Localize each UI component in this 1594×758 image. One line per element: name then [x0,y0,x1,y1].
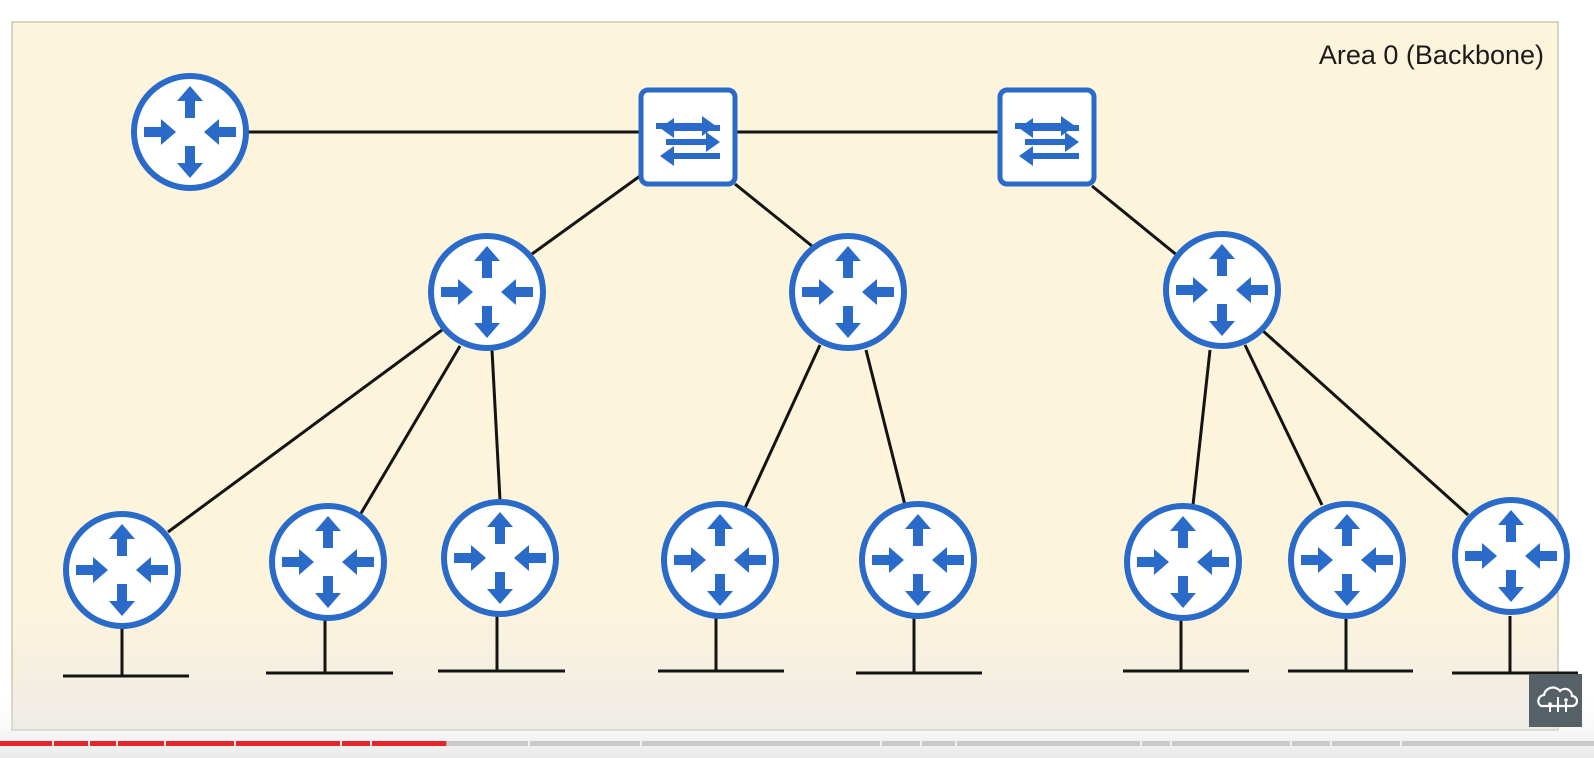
chapter-gap [116,741,118,746]
router-icon [444,502,556,614]
chapter-gap [1170,741,1172,746]
link-dist-3-to-leaf-8 [1260,328,1470,517]
router-icon [792,236,904,348]
chapter-gap [88,741,90,746]
link-dist-1-to-leaf-3 [490,349,502,501]
router-icon [1166,234,1278,346]
progress-played [0,741,447,746]
chapter-gap [528,741,530,746]
link-switch-a-to-dist-2 [734,182,813,248]
chapter-gap [1290,741,1292,746]
area-panel [11,21,1559,731]
video-progress-bar[interactable] [0,741,1594,746]
chapter-gap [640,741,642,746]
link-dist-1-to-leaf-2 [358,345,462,516]
router-icon [272,506,384,618]
link-dist-3-to-leaf-7 [1243,344,1324,506]
chapter-gap [370,741,372,746]
link-switch-a-to-dist-1 [531,174,641,256]
chapter-gap [1140,741,1142,746]
chapter-gap [880,741,882,746]
link-dist-2-to-leaf-4 [743,344,822,509]
chapter-gap [234,741,236,746]
area-label: Area 0 (Backbone) [1319,40,1544,70]
router-icon [1291,504,1403,616]
chapter-gap [164,741,166,746]
links [167,130,1470,534]
cloud-network-logo-icon[interactable] [1529,674,1582,727]
link-switch-b-to-dist-3 [1091,184,1179,258]
router-icon [431,236,543,348]
player-shade [0,690,1594,758]
router-icon [66,514,178,626]
link-dist-1-to-leaf-1 [167,328,443,534]
progress-track[interactable] [0,741,1594,746]
switch-icon [1000,90,1094,184]
chapter-gap [52,741,54,746]
chapter-gap [955,741,957,746]
router-icon [664,504,776,616]
chapter-gap [920,741,922,746]
lan-segments [63,610,1578,678]
chapter-gap [1400,741,1402,746]
switch-icon [641,90,735,184]
router-icon [1127,506,1239,618]
link-dist-2-to-leaf-5 [864,349,907,506]
chapter-gap [1330,741,1332,746]
chapter-markers [52,741,1402,746]
link-dist-3-to-leaf-6 [1191,349,1212,506]
router-icon [862,504,974,616]
router-icon [134,76,246,188]
router-icon [1455,500,1567,612]
chapter-gap [340,741,342,746]
